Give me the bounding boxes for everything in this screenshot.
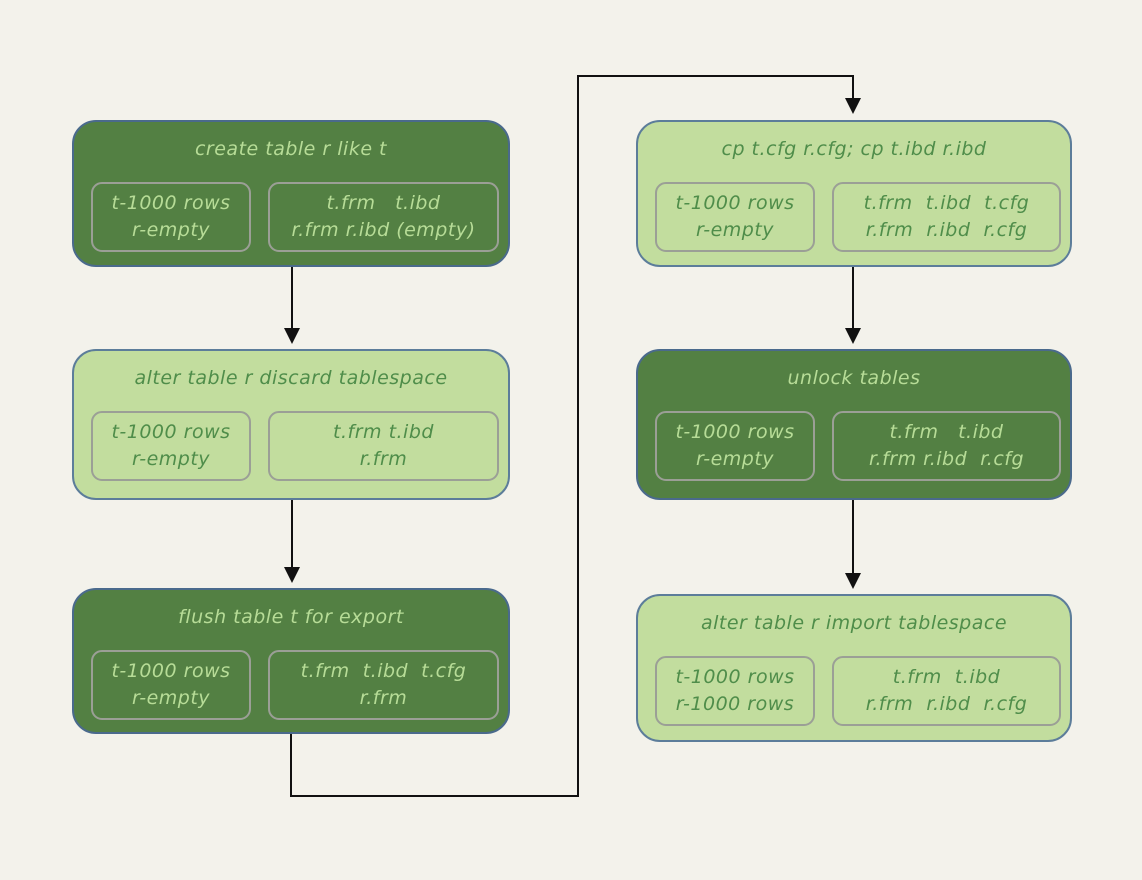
table-rows-state: t-1000 rows r-1000 rows xyxy=(655,656,815,726)
node-state-row: t-1000 rows r-empty t.frm t.ibd t.cfg r.… xyxy=(655,182,1061,252)
node-title: flush table t for export xyxy=(178,606,404,628)
node-state-row: t-1000 rows r-empty t.frm t.ibd r.frm xyxy=(91,411,499,481)
table-files-state: t.frm t.ibd r.frm r.ibd r.cfg xyxy=(832,656,1061,726)
table-files-state: t.frm t.ibd r.frm xyxy=(268,411,499,481)
table-files-state: t.frm t.ibd t.cfg r.frm xyxy=(268,650,499,720)
node-alter-table-r-import-tablespace: alter table r import tablespace t-1000 r… xyxy=(636,594,1072,742)
node-state-row: t-1000 rows r-empty t.frm t.ibd r.frm r.… xyxy=(91,182,499,252)
node-unlock-tables: unlock tables t-1000 rows r-empty t.frm … xyxy=(636,349,1072,500)
table-rows-state: t-1000 rows r-empty xyxy=(91,650,251,720)
node-state-row: t-1000 rows r-empty t.frm t.ibd t.cfg r.… xyxy=(91,650,499,720)
node-cp-cfg-and-ibd: cp t.cfg r.cfg; cp t.ibd r.ibd t-1000 ro… xyxy=(636,120,1072,267)
table-rows-state: t-1000 rows r-empty xyxy=(655,411,815,481)
node-state-row: t-1000 rows r-1000 rows t.frm t.ibd r.fr… xyxy=(655,656,1061,726)
table-files-state: t.frm t.ibd r.frm r.ibd r.cfg xyxy=(832,411,1061,481)
table-files-state: t.frm t.ibd t.cfg r.frm r.ibd r.cfg xyxy=(832,182,1061,252)
node-flush-table-t-for-export: flush table t for export t-1000 rows r-e… xyxy=(72,588,510,734)
node-title: create table r like t xyxy=(194,138,388,160)
table-files-state: t.frm t.ibd r.frm r.ibd (empty) xyxy=(268,182,499,252)
node-alter-table-r-discard-tablespace: alter table r discard tablespace t-1000 … xyxy=(72,349,510,500)
node-title: unlock tables xyxy=(787,367,921,389)
node-title: cp t.cfg r.cfg; cp t.ibd r.ibd xyxy=(721,138,987,160)
node-title: alter table r import tablespace xyxy=(700,612,1008,634)
table-rows-state: t-1000 rows r-empty xyxy=(91,411,251,481)
table-rows-state: t-1000 rows r-empty xyxy=(655,182,815,252)
node-create-table-r-like-t: create table r like t t-1000 rows r-empt… xyxy=(72,120,510,267)
node-state-row: t-1000 rows r-empty t.frm t.ibd r.frm r.… xyxy=(655,411,1061,481)
table-rows-state: t-1000 rows r-empty xyxy=(91,182,251,252)
node-title: alter table r discard tablespace xyxy=(134,367,448,389)
